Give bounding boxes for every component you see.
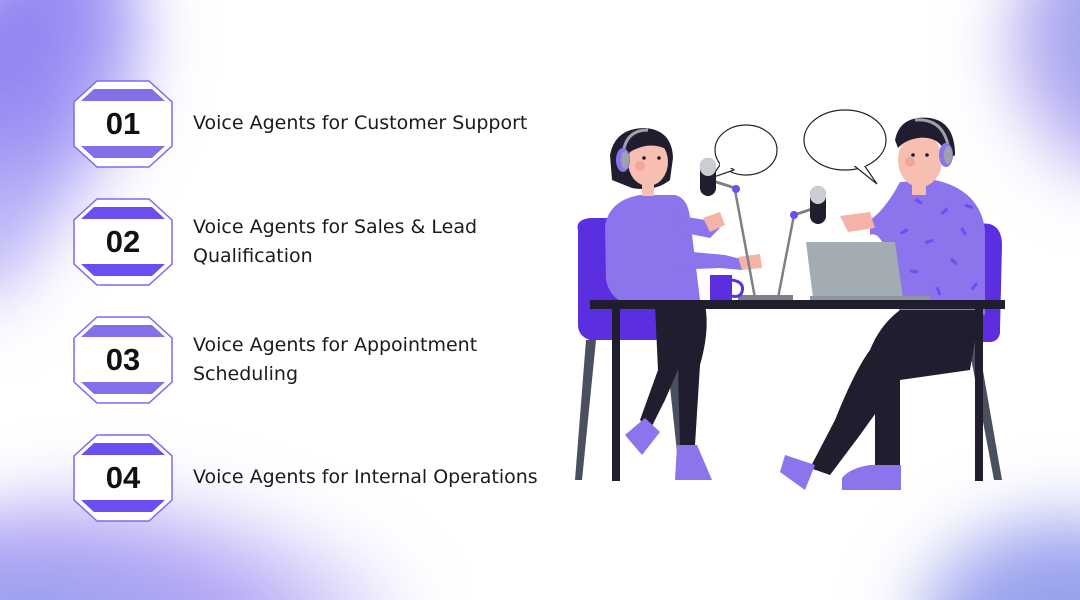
use-case-item: 01 Voice Agents for Customer Support <box>72 80 572 170</box>
octagon-badge-icon <box>73 316 173 404</box>
use-case-item: 04 Voice Agents for Internal Operations <box>72 434 572 524</box>
badge-number: 02 <box>105 224 141 259</box>
mug-icon <box>710 275 744 301</box>
badge-number: 04 <box>105 460 141 495</box>
octagon-badge-icon <box>73 198 173 286</box>
background-blob-bottom-right <box>890 495 1080 600</box>
number-badge: 04 <box>72 434 174 522</box>
badge-number: 03 <box>105 342 141 377</box>
use-case-title: Voice Agents for Appointment Scheduling <box>193 331 573 389</box>
podcast-illustration-icon <box>575 109 1005 490</box>
laptop-icon <box>806 242 930 302</box>
use-case-title-line-2: Qualification <box>193 245 313 267</box>
use-case-title-line-2: Scheduling <box>193 363 299 385</box>
podcast-illustration <box>570 100 1010 490</box>
use-case-title-line-1: Voice Agents for Appointment <box>193 334 478 356</box>
use-case-item: 03 Voice Agents for Appointment Scheduli… <box>72 316 572 406</box>
speech-bubble-left-icon <box>709 124 778 180</box>
number-badge: 02 <box>72 198 174 286</box>
number-badge: 01 <box>72 80 174 168</box>
use-case-title: Voice Agents for Sales & Lead Qualificat… <box>193 213 573 271</box>
use-case-title: Voice Agents for Customer Support <box>193 112 528 134</box>
table-top-icon <box>590 300 1005 309</box>
microphone-right-icon <box>776 186 826 299</box>
use-case-title-line-1: Voice Agents for Sales & Lead <box>193 216 478 238</box>
use-case-item: 02 Voice Agents for Sales & Lead Qualifi… <box>72 198 572 288</box>
octagon-badge-icon <box>73 80 173 168</box>
badge-number: 01 <box>105 106 141 141</box>
microphone-left-icon <box>700 158 793 301</box>
number-badge: 03 <box>72 316 174 404</box>
speech-bubble-right-icon <box>803 109 887 185</box>
use-case-title: Voice Agents for Internal Operations <box>193 466 538 488</box>
octagon-badge-icon <box>73 434 173 522</box>
